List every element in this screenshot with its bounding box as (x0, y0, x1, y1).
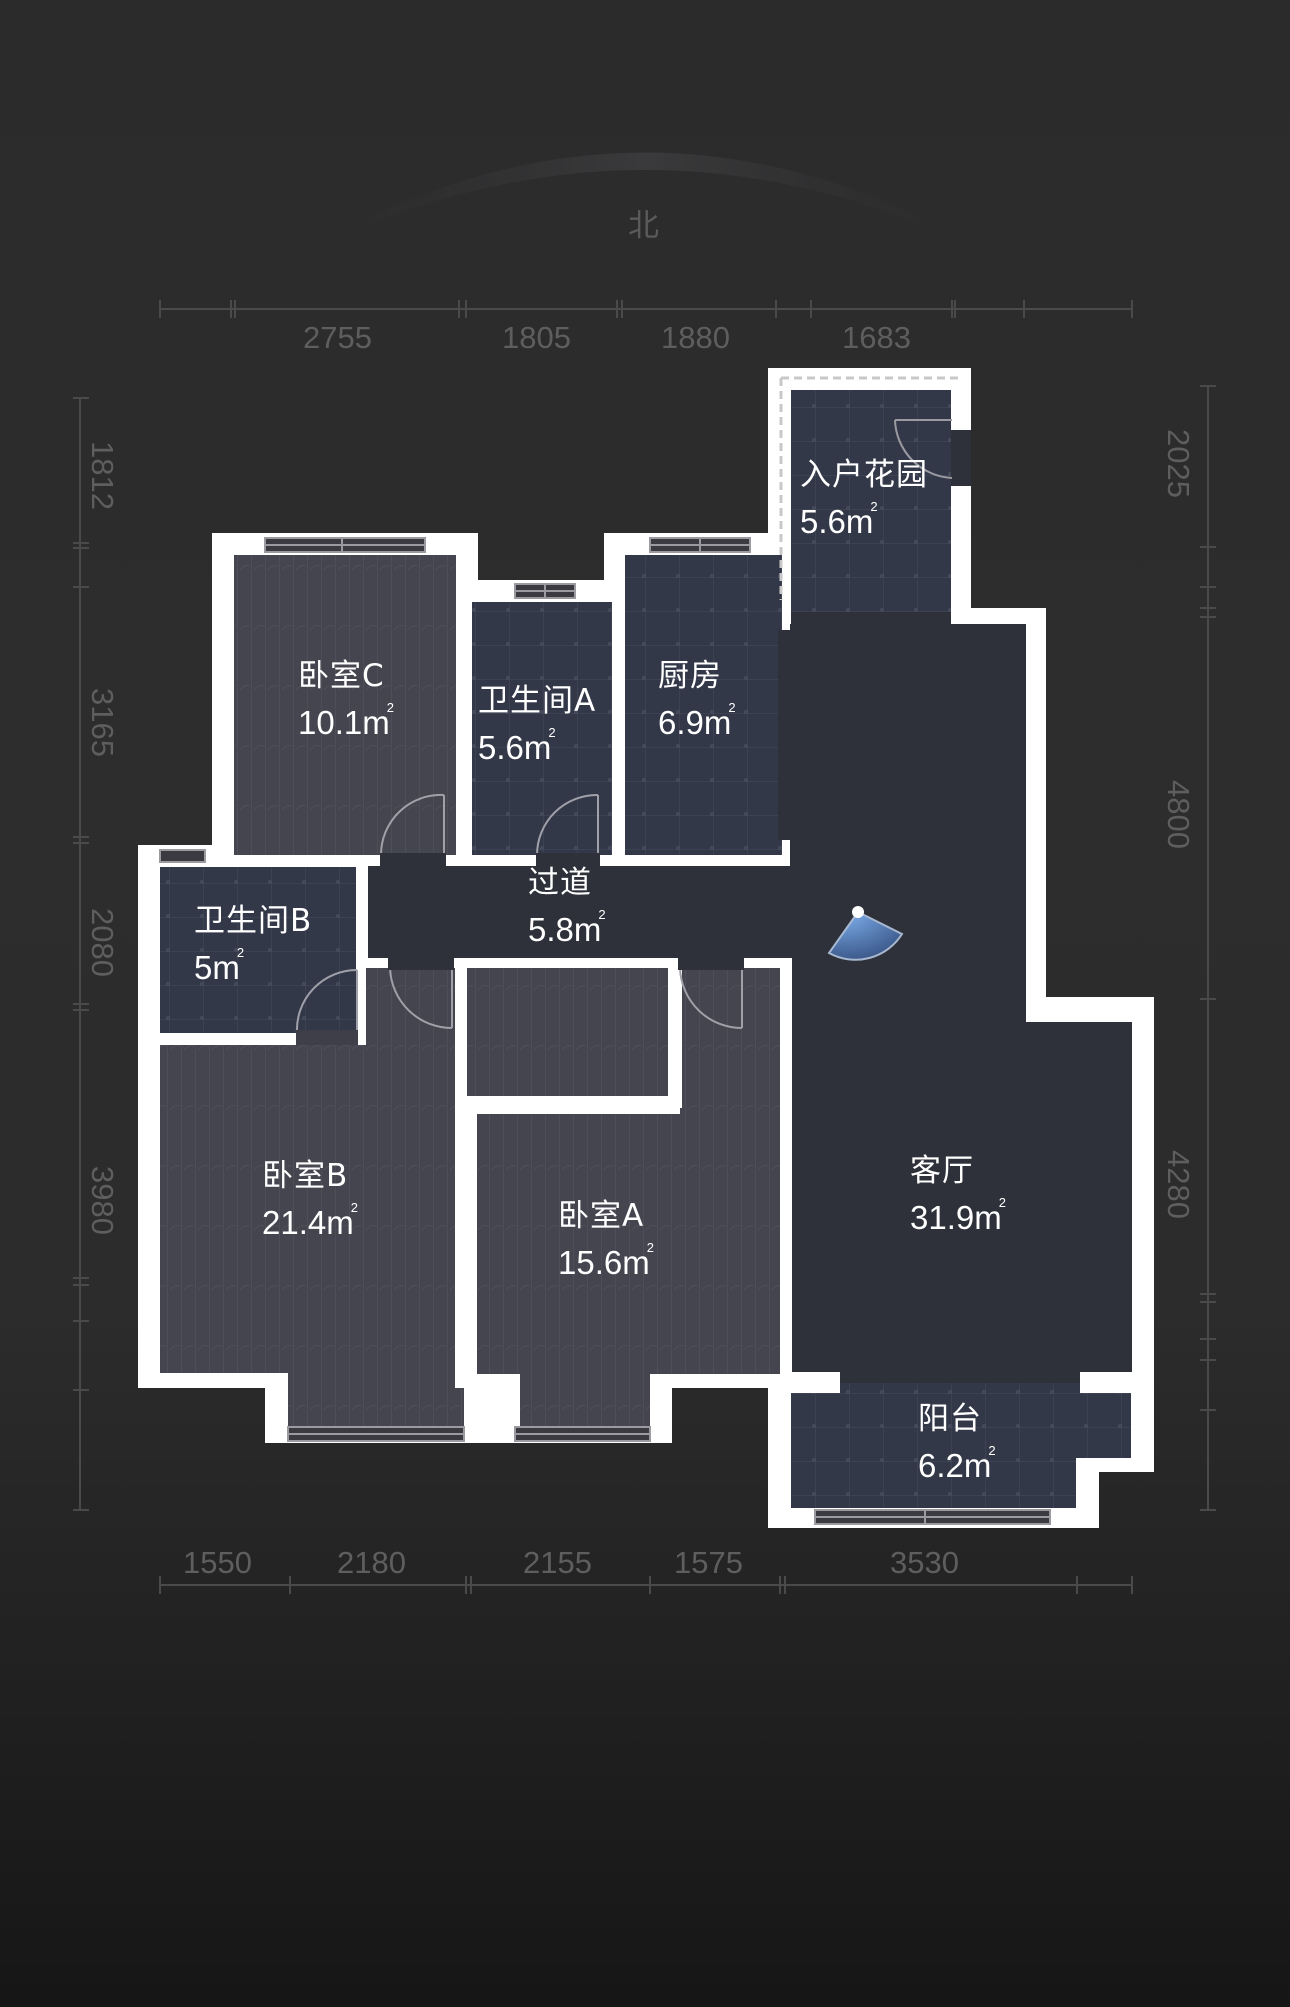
room-name: 卧室A (558, 1198, 645, 1234)
room-name: 阳台 (918, 1401, 982, 1437)
room-area: 5.8m2 (528, 906, 606, 948)
floor-bedroom-b[interactable] (160, 966, 466, 1427)
room-area: 10.1m2 (298, 699, 394, 741)
dimension-line-top (159, 300, 1133, 318)
room-label-bathroom-a[interactable]: 卫生间A 5.6m2 (478, 682, 596, 768)
room-name: 卫生间B (194, 903, 313, 939)
room-area: 21.4m2 (262, 1199, 358, 1241)
floor-kitchen[interactable] (625, 555, 782, 855)
room-name: 卫生间A (478, 683, 597, 719)
floor-hallway[interactable] (368, 866, 792, 958)
floor-bedroom-a[interactable] (466, 966, 780, 1427)
floor-living-room[interactable] (790, 624, 1026, 1372)
room-label-bathroom-b[interactable]: 卫生间B 5m2 (194, 902, 312, 988)
room-label-entry-garden[interactable]: 入户花园 5.6m2 (800, 456, 928, 542)
floor-bathroom-a[interactable] (472, 602, 612, 855)
room-area: 5m2 (194, 944, 245, 986)
room-label-balcony[interactable]: 阳台 6.2m2 (918, 1400, 996, 1486)
room-name: 卧室C (298, 658, 385, 694)
compass-arc-icon (290, 152, 1000, 260)
room-label-living-room[interactable]: 客厅 31.9m2 (910, 1152, 1006, 1238)
floor-bedroom-c[interactable] (234, 555, 456, 855)
floor-bathroom-b[interactable] (160, 867, 356, 1033)
room-area: 31.9m2 (910, 1194, 1006, 1236)
camera-view-cone-icon[interactable] (827, 906, 904, 961)
room-area: 6.9m2 (658, 699, 736, 741)
room-area: 5.6m2 (478, 724, 556, 766)
room-name: 卧室B (262, 1158, 349, 1194)
room-name: 过道 (528, 865, 592, 901)
room-label-bedroom-b[interactable]: 卧室B 21.4m2 (262, 1157, 358, 1243)
windows (159, 537, 1051, 1525)
room-label-kitchen[interactable]: 厨房 6.9m2 (658, 657, 736, 743)
floor-balcony[interactable] (791, 1393, 1131, 1508)
room-label-bedroom-a[interactable]: 卧室A 15.6m2 (558, 1197, 654, 1283)
floor-entry-garden[interactable] (791, 390, 951, 624)
door-swing-entry (894, 419, 953, 479)
room-name: 入户花园 (800, 457, 928, 493)
room-name: 厨房 (658, 658, 722, 694)
room-area: 5.6m2 (800, 498, 878, 540)
dimension-line-right (1200, 385, 1216, 1511)
dimension-line-bottom (159, 1576, 1133, 1594)
room-name: 客厅 (910, 1153, 974, 1189)
dimension-line-left (73, 397, 89, 1511)
room-area: 15.6m2 (558, 1239, 654, 1281)
room-label-hallway[interactable]: 过道 5.8m2 (528, 864, 606, 950)
room-label-bedroom-c[interactable]: 卧室C 10.1m2 (298, 657, 394, 743)
door-swings (295, 793, 743, 1034)
room-area: 6.2m2 (918, 1442, 996, 1484)
